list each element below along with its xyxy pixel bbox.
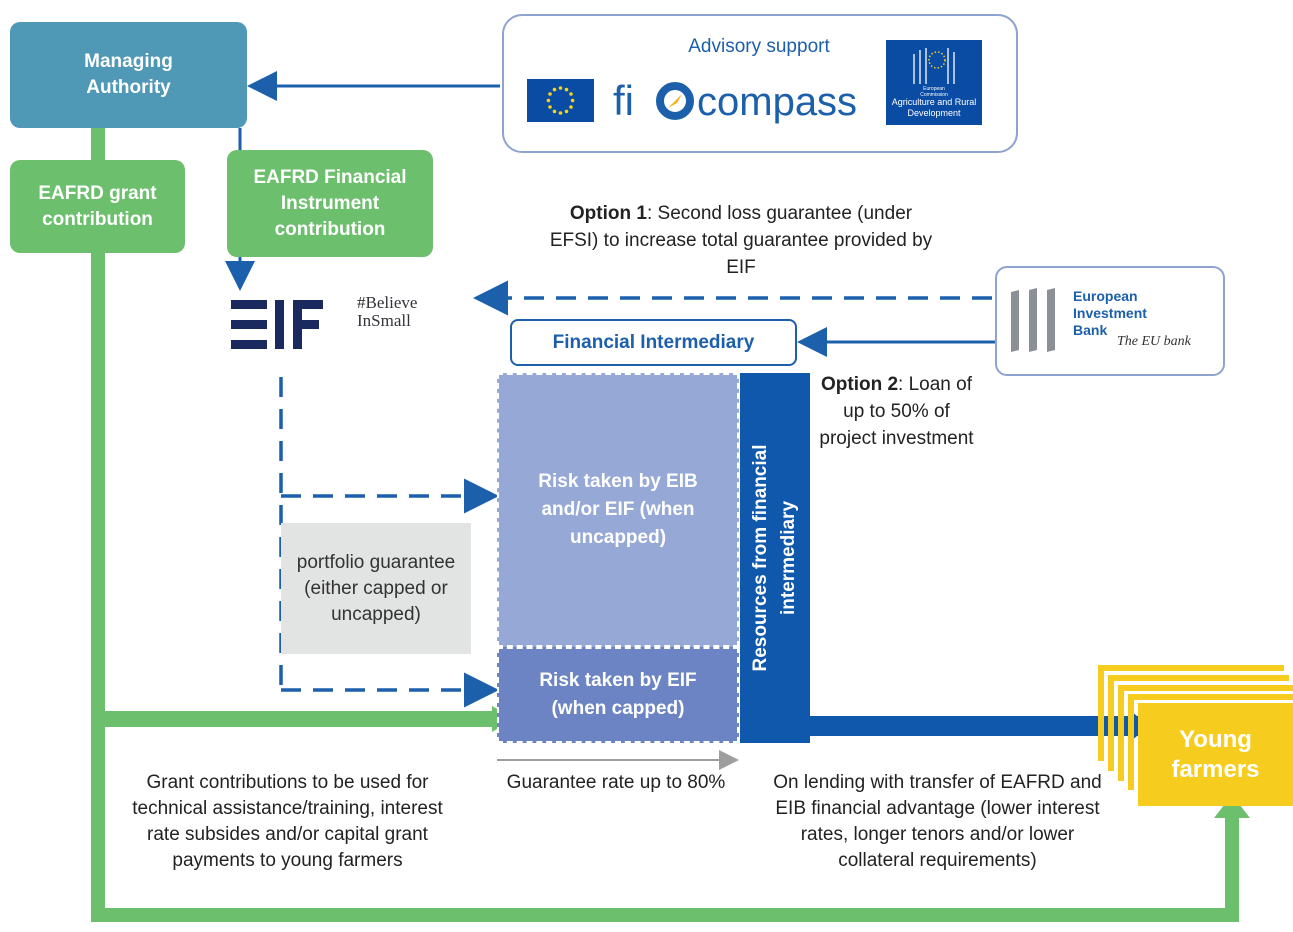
young-farmers-label: Young farmers: [1171, 725, 1260, 783]
eafrd-grant-label: EAFRD grant contribution: [38, 182, 157, 230]
resources-financial-intermediary-box: Resources from financial intermediary: [740, 373, 810, 743]
young-farmers-box: Young farmers: [1138, 703, 1293, 806]
option1-title: Option 1: [569, 203, 647, 224]
managing-authority-label: Managing Authority: [84, 51, 173, 98]
european-commission-logo: European Commission Agriculture and Rura…: [886, 40, 982, 125]
resources-label: Resources from financial intermediary: [750, 444, 799, 672]
option1-description: : Second loss guarantee (under EFSI) to …: [549, 203, 933, 278]
eib-name-line2: Investment: [1073, 305, 1147, 321]
eib-name-line3: Bank: [1073, 322, 1108, 338]
onlending-text: On lending with transfer of EAFRD and EI…: [773, 772, 1102, 871]
risk-eif-box: Risk taken by EIF (when capped): [497, 647, 739, 743]
eib-name-line1: European: [1073, 288, 1138, 304]
eafrd-grant-box: EAFRD grant contribution: [10, 160, 185, 253]
eafrd-fi-label: EAFRD Financial Instrument contribution: [253, 166, 407, 240]
guarantee-rate-label: Guarantee rate up to 80%: [506, 772, 726, 793]
eif-tagline: #Believe InSmall: [357, 293, 418, 330]
eif-logo: #Believe InSmall: [231, 292, 471, 362]
young-farmers-stack-1: [1128, 694, 1293, 790]
eu-flag-icon: [527, 79, 594, 122]
grant-contributions-text: Grant contributions to be used for techn…: [132, 772, 443, 871]
portfolio-guarantee-box: portfolio guarantee (either capped or un…: [281, 523, 471, 654]
risk-eib-eif-label: Risk taken by EIB and/or EIF (when uncap…: [538, 471, 698, 548]
option2-description: : Loan of up to 50% of project investmen…: [819, 374, 974, 449]
young-farmers-stack-4: [1098, 665, 1284, 761]
portfolio-guarantee-label: portfolio guarantee (either capped or un…: [296, 551, 456, 625]
svg-text:fi: fi: [613, 77, 634, 124]
eib-logo-icon: [1011, 288, 1055, 352]
advisory-support-title: Advisory support: [688, 36, 830, 57]
eib-tagline: The EU bank: [1117, 334, 1191, 349]
risk-eif-label: Risk taken by EIF (when capped): [539, 670, 697, 719]
option2-title: Option 2: [820, 374, 899, 395]
option1-text: Option 1: Second loss guarantee (under E…: [546, 200, 936, 281]
green-grant-flow-line: [91, 128, 1239, 922]
young-farmers-stack-3: [1108, 675, 1289, 771]
ec-small-label: European Commission: [920, 86, 948, 98]
fi-compass-logo: fi compass: [613, 72, 868, 126]
option2-text: Option 2: Loan of up to 50% of project i…: [815, 371, 978, 452]
risk-eib-eif-box: Risk taken by EIB and/or EIF (when uncap…: [497, 373, 739, 647]
eafrd-fi-box: EAFRD Financial Instrument contribution: [227, 150, 433, 257]
ec-dg-label: Agriculture and Rural Development: [891, 97, 977, 118]
svg-text:compass: compass: [697, 80, 857, 124]
young-farmers-stack-2: [1118, 685, 1293, 781]
eib-box: European Investment Bank The EU bank: [995, 266, 1225, 376]
financial-intermediary-label: Financial Intermediary: [552, 331, 755, 353]
financial-intermediary-box: Financial Intermediary: [510, 319, 797, 366]
managing-authority-box: Managing Authority: [10, 22, 247, 128]
green-arrowhead-up: [1214, 795, 1250, 818]
